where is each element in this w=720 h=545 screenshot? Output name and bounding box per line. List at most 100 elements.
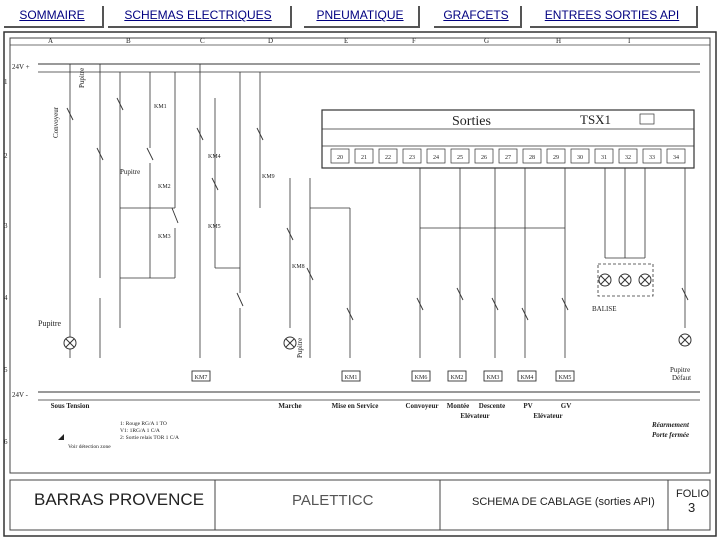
- plc-terminal-number: 28: [529, 155, 535, 161]
- circuit-branches: [69, 64, 686, 358]
- column-label: D: [268, 37, 273, 45]
- plc-terminal-number: 24: [433, 155, 439, 161]
- plc-terminal: [666, 148, 686, 164]
- pupitre-label: Pupitre: [120, 168, 140, 176]
- plc-terminal: [546, 148, 566, 164]
- row-label: 5: [4, 366, 8, 374]
- balise-frame: [597, 263, 654, 297]
- plc-terminal-number: 27: [505, 155, 511, 161]
- plc-terminal-number: 26: [481, 155, 487, 161]
- coil-label: KM7: [195, 375, 208, 381]
- bottom-label-pv: PV: [523, 402, 532, 410]
- component-label: KM4: [208, 154, 221, 160]
- bottom-label-sous-tension: Sous Tension: [51, 402, 90, 410]
- bottom-label-gv: GV: [561, 402, 572, 410]
- plc-terminal: [498, 148, 518, 164]
- plc-terminal-number: 32: [625, 155, 631, 161]
- folio-label: FOLIO: [676, 488, 710, 500]
- defaut-label: Défaut: [672, 374, 691, 382]
- plc-terminal-number: 30: [577, 155, 583, 161]
- plc-terminal: [378, 148, 398, 164]
- balise-label: BALISE: [592, 305, 617, 313]
- lamp-marche: [283, 336, 297, 350]
- plc-model: TSX1: [580, 112, 611, 127]
- column-label: F: [412, 37, 416, 45]
- lamp-defaut: [678, 333, 692, 347]
- plc-terminal-number: 31: [601, 155, 607, 161]
- plc-terminal: [570, 148, 590, 164]
- folio-number: 3: [688, 500, 696, 515]
- plc-terminal-number: 33: [649, 155, 655, 161]
- plc-terminal: [618, 148, 638, 164]
- plc-terminal-number: 34: [673, 155, 679, 161]
- column-label: C: [200, 37, 205, 45]
- coil-label: KM5: [559, 375, 572, 381]
- component-label: KM8: [292, 264, 305, 270]
- row-label: 2: [4, 152, 8, 160]
- row-label: 4: [4, 294, 8, 302]
- column-label: H: [556, 37, 561, 45]
- component-label: KM2: [158, 184, 171, 190]
- title-block: [9, 479, 711, 531]
- nav-pneumatique[interactable]: PNEUMATIQUE: [302, 4, 418, 26]
- plc-terminal: [474, 148, 494, 164]
- nav-entrees-sorties-api[interactable]: ENTREES SORTIES API: [528, 4, 696, 26]
- column-label: B: [126, 37, 131, 45]
- legend-line-3: 2: Sortie relais TOR 1 C/A: [120, 435, 179, 441]
- coil-km6: [411, 370, 431, 382]
- plc-terminal: [642, 148, 662, 164]
- legend-line-1: 1: Rouge RG/A 1 TO: [120, 421, 167, 427]
- bottom-label-descente: Descente: [479, 402, 505, 410]
- plc-terminal-number: 20: [337, 155, 343, 161]
- plc-terminal: [594, 148, 614, 164]
- row-label: 1: [4, 78, 8, 86]
- bottom-label-marche: Marche: [278, 402, 301, 410]
- nav-grafcets[interactable]: GRAFCETS: [432, 4, 520, 26]
- bottom-label-mise-en-service: Mise en Service: [332, 402, 379, 410]
- column-label: A: [48, 37, 53, 45]
- coil-label: KM2: [451, 375, 464, 381]
- pupitre-right-label: Pupitre: [670, 366, 690, 374]
- coil-km3: [483, 370, 503, 382]
- bottom-label-elevateur-2: Elévateur: [533, 412, 562, 420]
- plc-terminal-number: 29: [553, 155, 559, 161]
- component-label: KM9: [262, 174, 275, 180]
- supply-minus-label: 24V -: [12, 391, 29, 399]
- supply-plus-label: 24V +: [12, 63, 30, 71]
- bottom-label-montee: Montée: [447, 402, 470, 410]
- lamp-balise-2: [618, 273, 632, 287]
- nav-schemas-electriques[interactable]: SCHEMAS ELECTRIQUES: [106, 4, 290, 26]
- legend-symbol: [58, 434, 64, 440]
- sheet-border: [3, 31, 717, 537]
- column-label: E: [344, 37, 348, 45]
- title-description: SCHEMA DE CABLAGE (sorties API): [472, 496, 655, 508]
- component-label: KM1: [154, 104, 167, 110]
- coil-label: KM4: [521, 375, 534, 381]
- plc-terminal: [330, 148, 350, 164]
- pupitre-vertical-label: Pupitre: [78, 68, 86, 88]
- column-label: I: [628, 37, 631, 45]
- bottom-label-convoyeur: Convoyeur: [405, 402, 438, 410]
- coil-label: KM6: [415, 375, 428, 381]
- row-label: 6: [4, 438, 8, 446]
- coil-label: KM3: [487, 375, 500, 381]
- convoyeur-vertical-label: Convoyeur: [52, 106, 60, 138]
- legend-line-2: V1: 1RG/A 1 C/A: [120, 428, 160, 434]
- pupitre-marche-label: Pupitre: [296, 338, 304, 358]
- plc-terminal: [522, 148, 542, 164]
- nav-sommaire[interactable]: SOMMAIRE: [2, 4, 102, 26]
- plc-terminal-number: 23: [409, 155, 415, 161]
- pupitre-left-label: Pupitre: [38, 319, 62, 328]
- note-porte-fermee: Porte fermée: [652, 431, 689, 439]
- plc-terminal: [450, 148, 470, 164]
- lamp-balise-3: [638, 273, 652, 287]
- title-company: BARRAS PROVENCE: [34, 490, 205, 509]
- contacts: [66, 97, 689, 321]
- plc-terminal: [354, 148, 374, 164]
